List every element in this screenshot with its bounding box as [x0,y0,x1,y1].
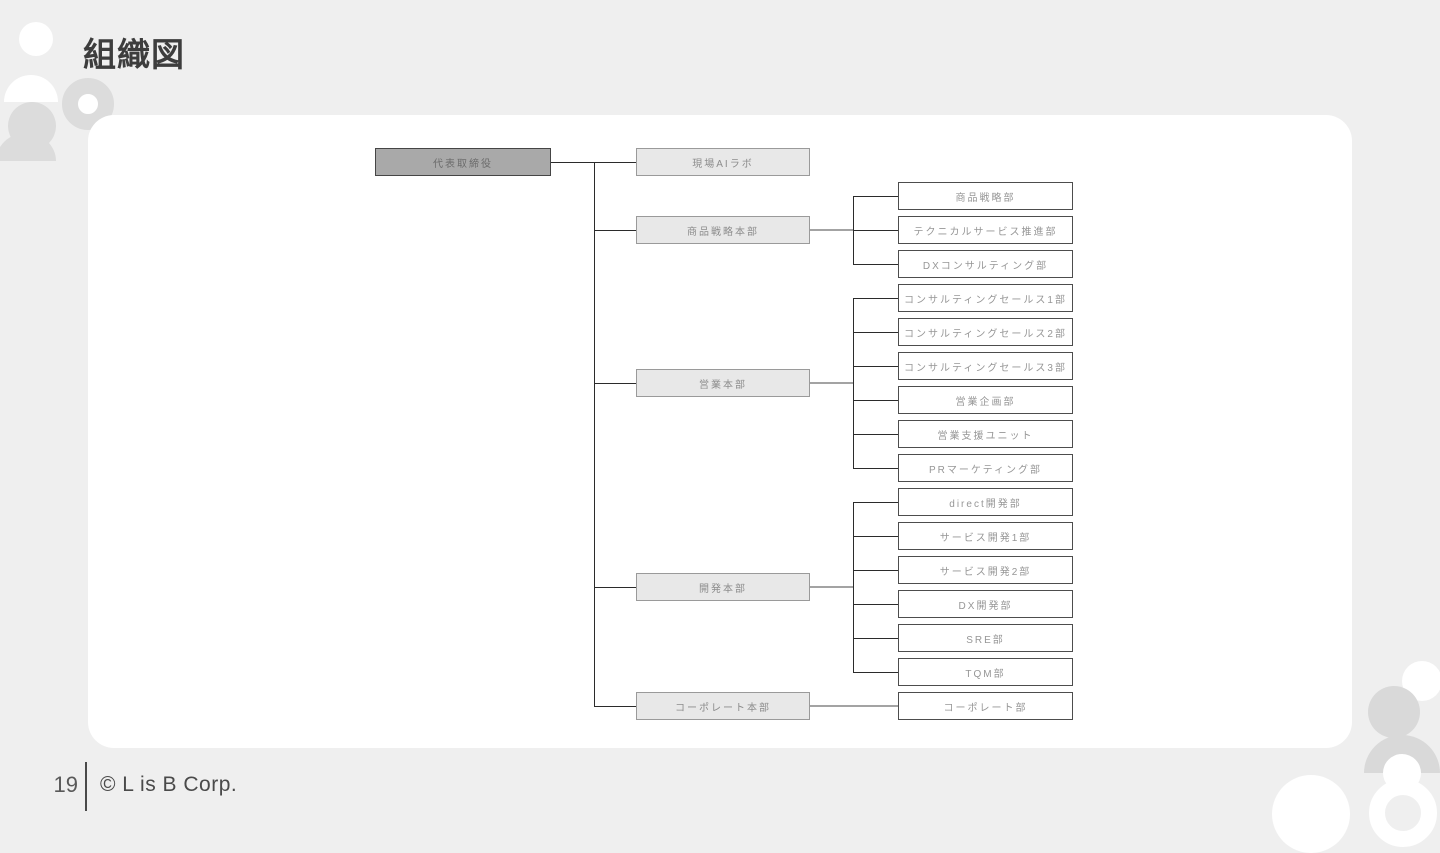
footer-divider [85,762,87,811]
logo-circle-white-top [19,22,53,56]
connector-line [810,705,898,707]
org-node-division: コーポレート本部 [636,692,810,720]
connector-line [853,467,898,469]
org-node-department: DXコンサルティング部 [898,250,1073,278]
connector-line [853,535,898,537]
connector-line [853,501,898,503]
connector-line [594,382,636,384]
connector-line [853,671,898,673]
org-node-department: direct開発部 [898,488,1073,516]
org-node-department-label: DX開発部 [958,600,1013,612]
connector-line [853,637,898,639]
org-node-division-label: 営業本部 [699,379,747,391]
org-node-department-label: コーポレート部 [943,702,1028,714]
connector-line [594,586,636,588]
org-node-department: DX開発部 [898,590,1073,618]
connector-line [810,229,853,231]
org-node-department-label: コンサルティングセールス3部 [904,362,1067,374]
org-node-department: コンサルティングセールス1部 [898,284,1073,312]
connector-trunk [594,162,595,706]
org-node-department: コーポレート部 [898,692,1073,720]
connector-trunk [853,298,854,468]
connector-line [594,161,636,163]
connector-line [853,263,898,265]
connector-line [551,161,594,163]
org-node-division-label: 開発本部 [699,583,747,595]
org-node-department: 商品戦略部 [898,182,1073,210]
org-node-department: 営業企画部 [898,386,1073,414]
org-node-department-label: サービス開発2部 [939,566,1032,578]
org-node-department: TQM部 [898,658,1073,686]
org-node-division-label: 現場AIラボ [692,158,754,170]
connector-line [853,603,898,605]
org-node-division-label: コーポレート本部 [675,702,771,714]
connector-line [594,229,636,231]
connector-line [853,229,898,231]
org-node-department-label: テクニカルサービス推進部 [913,226,1058,238]
org-node-division: 営業本部 [636,369,810,397]
org-node-division: 現場AIラボ [636,148,810,176]
org-node-department: PRマーケティング部 [898,454,1073,482]
connector-line [810,586,853,588]
org-node-department-label: 営業企画部 [955,396,1016,408]
org-node-division-label: 商品戦略本部 [687,226,759,238]
slide-page: { "page": { "title": "組織図", "page_number… [0,22,1440,853]
org-node-department: サービス開発1部 [898,522,1073,550]
org-node-department-label: SRE部 [966,634,1005,646]
org-node-root-label: 代表取締役 [433,158,493,170]
org-node-department-label: direct開発部 [949,498,1022,510]
connector-line [853,433,898,435]
connector-line [810,382,853,384]
org-node-department-label: 営業支援ユニット [937,430,1034,442]
org-node-department-label: DXコンサルティング部 [922,260,1049,272]
page-number: 19 [53,772,78,797]
logo-circle-gray-large [1368,686,1420,738]
connector-trunk [853,502,854,672]
org-node-department-label: TQM部 [965,668,1006,680]
org-node-department-label: コンサルティングセールス2部 [904,328,1067,340]
org-node-department: テクニカルサービス推進部 [898,216,1073,244]
connector-line [853,399,898,401]
org-node-department-label: 商品戦略部 [955,192,1016,204]
org-node-department: コンサルティングセールス3部 [898,352,1073,380]
org-node-department: SRE部 [898,624,1073,652]
org-node-department-label: サービス開発1部 [939,532,1032,544]
page-title: 組織図 [83,36,185,73]
org-node-division: 商品戦略本部 [636,216,810,244]
org-node-department-label: PRマーケティング部 [928,464,1043,476]
connector-line [594,705,636,707]
connector-line [853,365,898,367]
org-node-department-label: コンサルティングセールス1部 [904,294,1067,306]
copyright-text: © L is B Corp. [100,773,238,796]
connector-line [853,569,898,571]
org-node-department: サービス開発2部 [898,556,1073,584]
org-node-root: 代表取締役 [375,148,551,176]
org-node-department: 営業支援ユニット [898,420,1073,448]
connector-line [853,297,898,299]
org-chart: 代表取締役 現場AIラボ商品戦略本部 商品戦略部テクニカルサービス推進部 DXコンサル… [375,148,1073,720]
connector-line [853,195,898,197]
org-node-division: 開発本部 [636,573,810,601]
connector-line [853,331,898,333]
org-node-department: コンサルティングセールス2部 [898,318,1073,346]
